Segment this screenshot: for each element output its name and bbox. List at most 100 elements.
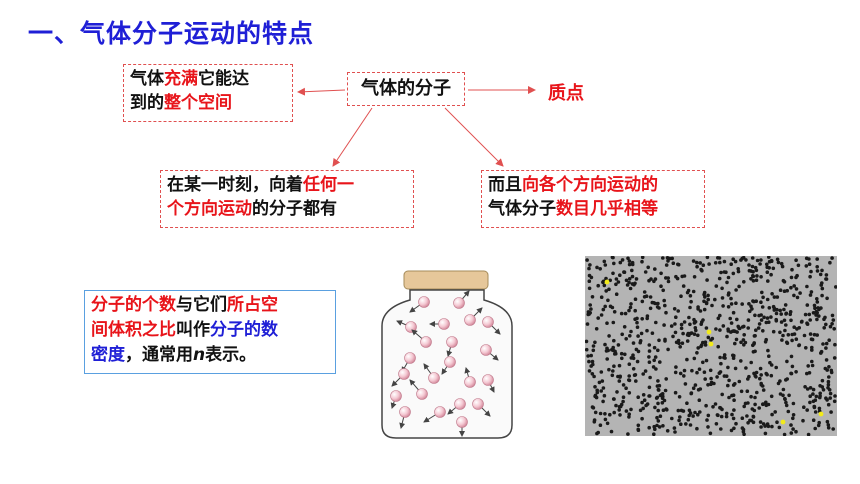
gas-molecule: [418, 296, 430, 308]
molecule-dot: [760, 305, 765, 309]
molecule-dot: [782, 289, 787, 293]
molecule-dot: [676, 408, 681, 413]
molecule-dot: [617, 379, 622, 383]
molecule-dot: [722, 259, 727, 264]
gas-molecule: [398, 368, 410, 380]
molecule-dot: [765, 422, 770, 426]
molecule-dot: [779, 312, 783, 316]
molecule-dot: [808, 274, 812, 279]
molecule-dot: [758, 366, 763, 371]
molecule-dot: [627, 262, 632, 267]
molecule-dot: [588, 263, 592, 267]
molecule-dot: [587, 286, 592, 291]
molecule-dot: [657, 425, 662, 429]
molecule-dot: [706, 335, 711, 340]
highlighted-molecule-dot: [604, 279, 610, 285]
molecule-dot: [709, 380, 714, 385]
molecule-dot: [782, 432, 787, 436]
molecule-dot: [636, 423, 641, 428]
molecule-dot: [627, 308, 631, 313]
molecule-dot: [759, 275, 763, 279]
molecule-dot: [599, 295, 604, 299]
molecule-dot: [661, 408, 666, 412]
molecule-dot: [720, 296, 725, 300]
molecule-dot: [611, 320, 616, 325]
gas-molecule: [390, 390, 402, 402]
molecule-dot: [639, 331, 644, 336]
molecule-dot: [747, 374, 751, 379]
molecule-dot: [772, 295, 777, 299]
molecule-dot: [690, 368, 694, 373]
molecule-dot: [674, 365, 678, 369]
molecule-dot: [715, 375, 719, 379]
molecule-dot: [621, 399, 625, 404]
molecule-dot: [645, 402, 650, 406]
molecule-dot: [703, 377, 707, 381]
molecule-dots: [585, 256, 837, 436]
molecule-dot: [652, 345, 657, 350]
molecule-dot: [589, 307, 593, 311]
molecule-dot: [624, 409, 629, 413]
molecule-dot: [777, 425, 782, 430]
molecule-dot: [651, 365, 656, 369]
molecule-dot: [585, 322, 590, 326]
molecule-dot: [692, 317, 696, 322]
molecule-dot: [617, 363, 622, 368]
molecule-dot: [698, 309, 703, 313]
molecule-dot: [650, 331, 655, 335]
molecule-dot: [679, 422, 683, 426]
molecule-dot: [826, 402, 831, 407]
center-concept-box: 气体的分子: [347, 72, 465, 106]
molecule-dot: [664, 263, 669, 267]
molecule-dot: [731, 271, 736, 276]
molecule-dot: [742, 404, 746, 409]
molecule-dot: [789, 318, 793, 323]
molecule-dot: [699, 344, 703, 349]
molecule-dot: [792, 293, 796, 298]
molecule-dot: [640, 256, 645, 260]
molecule-dot: [825, 419, 830, 424]
molecule-dot: [808, 400, 812, 405]
molecule-dot: [740, 426, 745, 430]
molecule-dot: [765, 262, 769, 267]
molecule-dot: [655, 415, 659, 420]
molecule-dot: [811, 418, 816, 422]
molecule-dot: [710, 336, 715, 341]
molecule-dot: [775, 420, 779, 424]
molecule-dot: [633, 308, 637, 313]
gas-molecule: [438, 318, 450, 330]
molecule-dot: [827, 375, 831, 379]
molecule-dot: [781, 333, 785, 338]
molecule-dot: [817, 314, 821, 318]
molecule-dot: [628, 334, 632, 338]
molecule-dot: [605, 321, 609, 325]
molecule-dot: [627, 374, 631, 378]
molecule-dot: [647, 349, 652, 353]
molecule-dot: [647, 394, 652, 398]
molecule-dot: [693, 326, 698, 330]
gas-molecule: [480, 344, 492, 356]
molecule-dot: [827, 365, 831, 369]
molecule-dot: [798, 291, 802, 295]
molecule-dot: [595, 388, 599, 393]
molecule-dot: [702, 299, 706, 304]
molecule-dot: [620, 356, 624, 361]
molecule-dot: [776, 260, 781, 265]
molecule-dot: [752, 341, 756, 345]
molecule-dot: [670, 416, 674, 421]
molecule-dot: [601, 307, 606, 312]
molecule-dot: [702, 370, 707, 374]
molecule-dot: [810, 359, 814, 364]
molecule-dot: [778, 392, 783, 396]
molecule-dot: [662, 298, 666, 303]
molecule-dot: [814, 394, 819, 399]
molecule-dot: [687, 408, 692, 413]
molecule-dot: [720, 407, 724, 412]
molecule-dot: [729, 262, 733, 266]
molecule-dot: [726, 305, 731, 309]
molecule-dot: [682, 274, 687, 278]
gas-molecule: [399, 406, 411, 418]
molecule-dot: [673, 430, 677, 434]
molecule-dot: [608, 278, 612, 283]
molecule-dot: [813, 306, 817, 310]
